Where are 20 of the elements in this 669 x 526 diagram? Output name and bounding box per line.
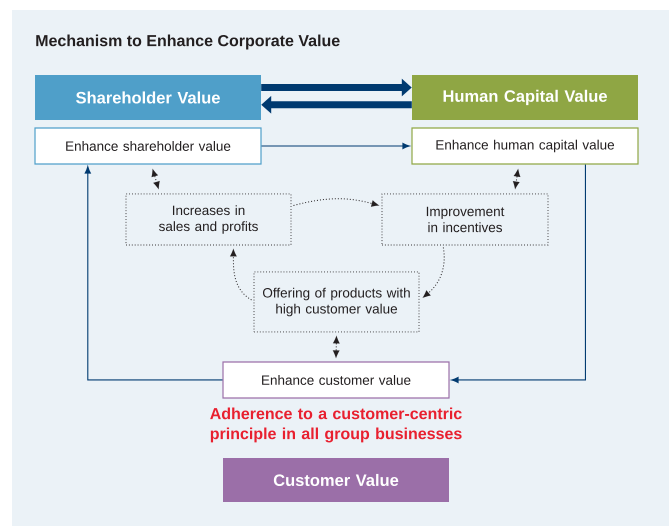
arrow (262, 142, 410, 150)
arrow (151, 168, 160, 190)
value-box: Human Capital Value (412, 75, 638, 120)
principle-text: Adherence to a customer-centric principle in all group businesses (210, 408, 462, 442)
process-box: Enhance customer value (222, 361, 450, 399)
outcome-box: Increases in sales and profits (126, 194, 292, 246)
outcome-box: Improvement in incentives (382, 194, 548, 246)
arrow (230, 248, 252, 300)
title: Mechanism to Enhance Corporate Value (36, 34, 340, 50)
arrow (451, 164, 586, 384)
arrow (84, 166, 222, 381)
arrow (512, 168, 520, 190)
arrow (422, 246, 445, 298)
outcome-box: Offering of products with high customer value (254, 272, 420, 332)
process-box: Enhance shareholder value (34, 127, 262, 165)
value-box: Shareholder Value (35, 75, 261, 120)
process-box: Enhance human capital value (411, 127, 639, 165)
arrow (292, 198, 380, 207)
arrow (332, 336, 340, 358)
value-box: Customer Value (223, 458, 449, 502)
